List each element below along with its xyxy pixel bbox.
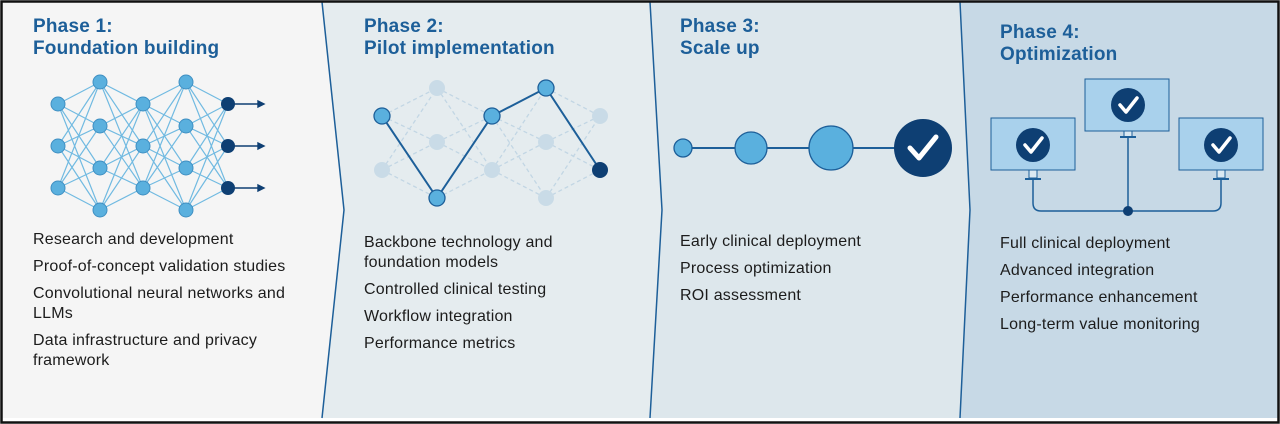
phase-1-item: Data infrastructure and privacy framewor…: [33, 332, 258, 369]
phase-2-item: Backbone technology and foundation model…: [364, 234, 553, 271]
phase-4-label: Phase 4:: [1000, 22, 1080, 43]
phase-4-name: Optimization: [1000, 44, 1118, 65]
checkmark-icon: [1023, 136, 1044, 154]
phase-2-title: Phase 2: Pilot implementation: [364, 16, 555, 60]
phase-1-item: Proof-of-concept validation studies: [33, 258, 286, 275]
phase-2-item: Workflow integration: [364, 308, 513, 325]
phase-3-title: Phase 3: Scale up: [680, 16, 760, 60]
phase-1-list: Research and development Proof-of-concep…: [33, 230, 308, 378]
scale-up-progress-icon: [673, 119, 952, 177]
phase-4-title: Phase 4: Optimization: [1000, 22, 1117, 66]
monitor-left: [990, 117, 1076, 180]
checkmark-icon: [907, 134, 939, 161]
checkmark-icon: [1211, 136, 1232, 154]
phase-1-item: Research and development: [33, 231, 234, 248]
phase-1-item: Convolutional neural networks and LLMs: [33, 285, 286, 322]
checkmark-icon: [1118, 96, 1139, 114]
connected-monitors-icon: [990, 78, 1264, 216]
phase-4-item: Long-term value monitoring: [1000, 316, 1200, 333]
phase-2-list: Backbone technology and foundation model…: [364, 233, 634, 361]
panel-phase-4: [960, 2, 1278, 418]
panel-phase-2: [322, 2, 662, 418]
phase-4-item: Performance enhancement: [1000, 289, 1198, 306]
phase-2-item: Controlled clinical testing: [364, 281, 547, 298]
phase-1-label: Phase 1:: [33, 16, 113, 37]
phase-2-name: Pilot implementation: [364, 38, 555, 59]
phase-3-label: Phase 3:: [680, 16, 760, 37]
phase-2-item: Performance metrics: [364, 335, 516, 352]
pilot-path-network-icon: [373, 79, 608, 207]
panel-phase-3: [641, 2, 980, 418]
monitor-right: [1178, 117, 1264, 180]
neural-network-icon: [50, 74, 266, 218]
phase-3-name: Scale up: [680, 38, 760, 59]
phase-3-item: Early clinical deployment: [680, 233, 862, 250]
phase-4-item: Full clinical deployment: [1000, 235, 1171, 252]
phase-3-item: Process optimization: [680, 260, 832, 277]
phase-4-item: Advanced integration: [1000, 262, 1155, 279]
phase-3-list: Early clinical deployment Process optimi…: [680, 232, 950, 313]
monitor-center: [1084, 78, 1170, 138]
phase-2-label: Phase 2:: [364, 16, 444, 37]
phase-1-title: Phase 1: Foundation building: [33, 16, 219, 60]
phase-4-list: Full clinical deployment Advanced integr…: [1000, 234, 1270, 342]
phase-1-name: Foundation building: [33, 38, 220, 59]
phase-3-item: ROI assessment: [680, 287, 802, 304]
